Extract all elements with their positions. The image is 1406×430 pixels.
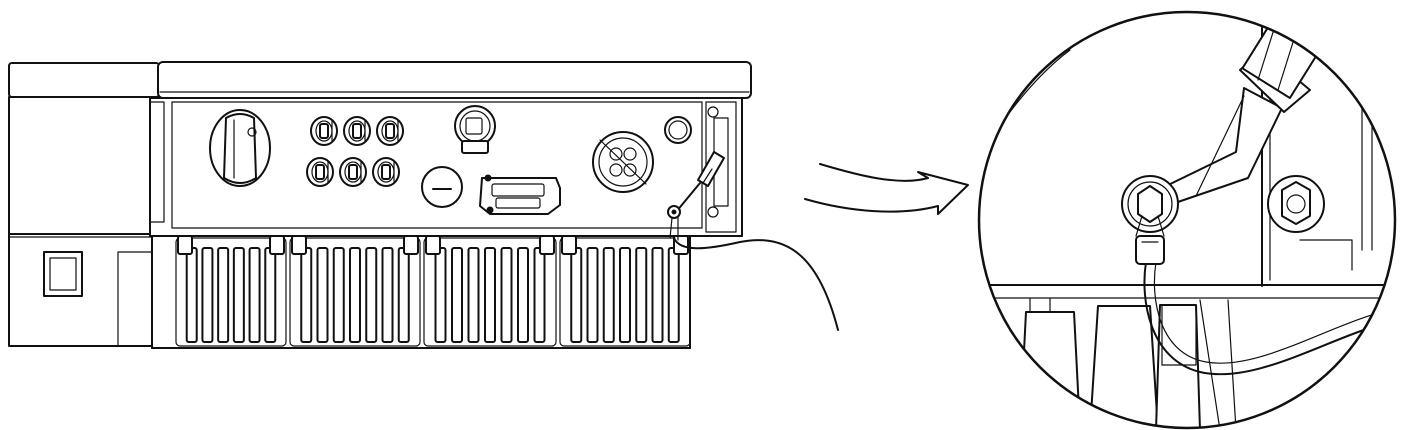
ground-cable [673, 237, 839, 331]
pv-connector-icon [306, 157, 334, 187]
ac-connector [592, 131, 654, 193]
pv-connector-icon [339, 157, 367, 187]
heatsink [151, 235, 691, 349]
inverter-left-housing [8, 62, 160, 347]
round-plug [421, 166, 463, 208]
ground-screw-small [667, 205, 681, 241]
curved-arrow-icon [804, 163, 969, 215]
cable-lug-icon [1135, 235, 1165, 265]
cable-gland [454, 105, 496, 154]
pv-connector-icon [372, 157, 400, 187]
screwdriver-small [675, 151, 725, 213]
pv-connector-icon [343, 116, 371, 146]
dc-switch-knob [209, 109, 271, 187]
panel-screw-icon [707, 106, 719, 118]
ground-nut-icon [1267, 175, 1325, 233]
inverter-unit [8, 61, 839, 349]
pv-connectors-top [310, 116, 404, 146]
ground-screw [1121, 175, 1179, 265]
panel-screw-icon [707, 206, 719, 218]
pv-connector-icon [376, 116, 404, 146]
pv-connectors-bottom [306, 157, 400, 187]
comm-connector [479, 174, 561, 215]
zoom-detail-circle [977, 10, 1397, 430]
pv-connector-icon [310, 116, 338, 146]
